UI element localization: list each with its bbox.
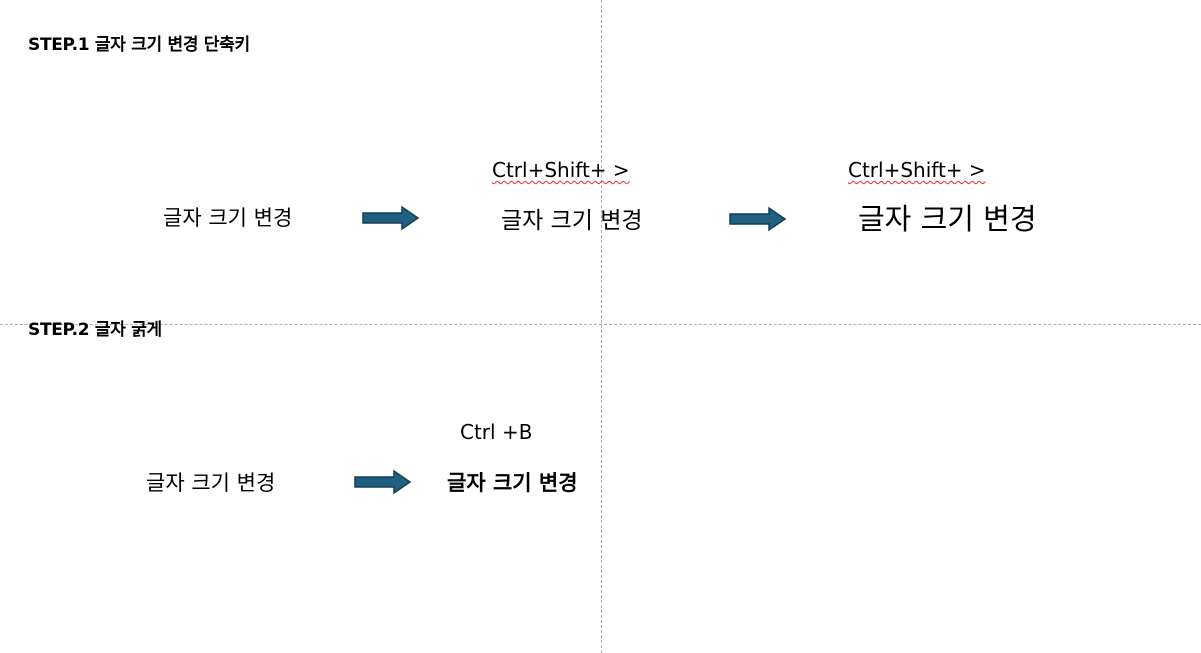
step1-shortcut-label-1: Ctrl+Shift+ >: [492, 158, 630, 182]
vertical-guide-line: [601, 0, 602, 653]
step1-enlarged-text-2: 글자 크기 변경: [858, 202, 1037, 236]
step1-heading: STEP.1 글자 크기 변경 단축키: [28, 35, 250, 55]
step2-original-text: 글자 크기 변경: [146, 471, 276, 495]
right-arrow-icon: [729, 206, 787, 232]
step1-original-text: 글자 크기 변경: [163, 206, 293, 230]
step2-shortcut-label: Ctrl +B: [460, 420, 533, 444]
step1-shortcut-label-2: Ctrl+Shift+ >: [848, 158, 986, 182]
step2-heading: STEP.2 글자 굵게: [28, 320, 162, 340]
step1-shortcut-text-1: Ctrl+Shift+ >: [492, 158, 630, 182]
step1-shortcut-text-2: Ctrl+Shift+ >: [848, 158, 986, 182]
right-arrow-icon: [354, 469, 412, 495]
step1-enlarged-text-1: 글자 크기 변경: [501, 208, 643, 234]
step2-bold-text: 글자 크기 변경: [447, 471, 578, 495]
horizontal-guide-line: [0, 324, 1201, 325]
right-arrow-icon: [362, 205, 420, 231]
